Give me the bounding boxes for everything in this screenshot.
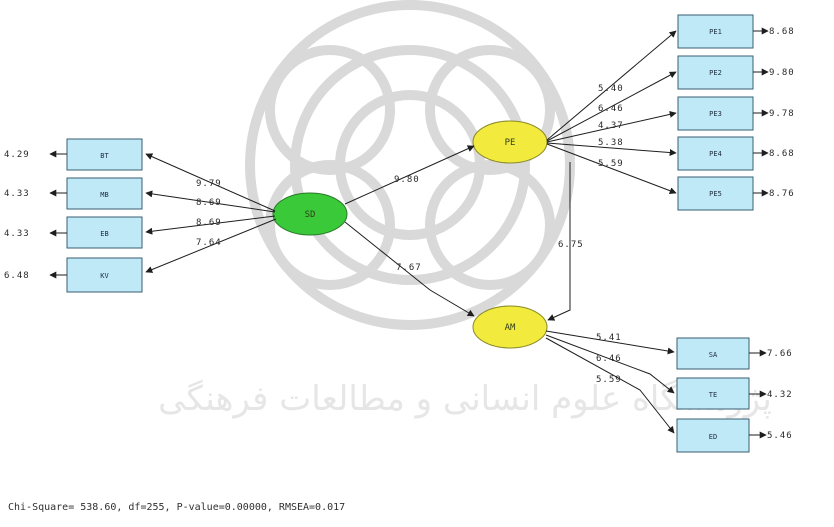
latent-sd — [272, 192, 348, 236]
path-pe-am-value: 6.75 — [558, 240, 584, 250]
indicator-eb-error: 4.33 — [4, 229, 30, 239]
indicator-ed-error: 5.46 — [767, 431, 793, 441]
indicator-pe3-loading: 4.37 — [598, 121, 624, 131]
fit-statistics: Chi-Square= 538.60, df=255, P-value=0.00… — [8, 502, 345, 513]
path-sd-pe-value: 9.80 — [394, 175, 420, 185]
indicator-pe2: PE2 9.80 6.46 — [546, 55, 795, 142]
indicator-ed: ED 5.46 5.59 — [545, 337, 793, 453]
path-sd-pe — [344, 145, 475, 205]
indicator-sa-label: SA — [709, 351, 718, 359]
indicator-pe2-error: 9.80 — [769, 68, 795, 78]
indicator-eb-loading: 8.69 — [196, 218, 222, 228]
indicator-bt-label: BT — [100, 152, 109, 160]
indicator-sa: SA 7.66 5.41 — [545, 330, 793, 370]
indicator-eb-label: EB — [100, 230, 108, 238]
path-sd-am-value: 7.67 — [396, 263, 422, 273]
indicator-te-error: 4.32 — [767, 390, 793, 400]
indicator-bt-loading: 9.79 — [196, 179, 222, 189]
indicator-pe5-error: 8.76 — [769, 189, 795, 199]
indicator-pe3-error: 9.78 — [769, 109, 795, 119]
indicator-ed-label: ED — [709, 433, 717, 441]
indicator-mb-label: MB — [100, 191, 108, 199]
indicator-kv-loading: 7.64 — [196, 238, 222, 248]
indicator-pe2-loading: 6.46 — [598, 104, 624, 114]
indicator-kv-label: KV — [100, 272, 109, 280]
indicator-pe1-label: PE1 — [709, 28, 722, 36]
indicator-bt: BT 4.29 9.79 — [4, 138, 276, 212]
watermark-emblem — [245, 0, 575, 330]
indicator-bt-error: 4.29 — [4, 150, 30, 160]
indicator-mb-loading: 8.69 — [196, 198, 222, 208]
indicator-pe2-label: PE2 — [709, 69, 722, 77]
indicator-ed-loading: 5.59 — [596, 375, 622, 385]
indicator-pe4-error: 8.68 — [769, 149, 795, 159]
indicator-te: TE 4.32 6.46 — [545, 334, 793, 410]
latent-pe-label: PE — [505, 138, 516, 148]
indicator-pe4: PE4 8.68 5.38 — [546, 136, 795, 171]
latent-am-label: AM — [505, 323, 516, 333]
indicator-pe1-error: 8.68 — [769, 27, 795, 37]
indicator-pe3-label: PE3 — [709, 110, 722, 118]
indicator-pe4-loading: 5.38 — [598, 138, 624, 148]
indicator-pe1-loading: 5.40 — [598, 84, 624, 94]
indicator-pe4-label: PE4 — [709, 150, 722, 158]
indicator-te-label: TE — [709, 391, 717, 399]
indicator-mb-error: 4.33 — [4, 189, 30, 199]
indicator-pe1: PE1 8.68 5.40 — [546, 14, 795, 141]
indicator-sa-loading: 5.41 — [596, 333, 622, 343]
latent-sd-label: SD — [305, 210, 316, 220]
indicator-eb: EB 4.33 8.69 — [4, 215, 276, 249]
indicator-kv-error: 6.48 — [4, 271, 30, 281]
indicator-sa-error: 7.66 — [767, 349, 793, 359]
path-pe-am — [547, 162, 571, 321]
indicator-pe5-label: PE5 — [709, 190, 722, 198]
latent-am — [472, 305, 548, 349]
indicator-te-loading: 6.46 — [596, 354, 622, 364]
indicator-mb: MB 4.33 8.69 — [4, 177, 276, 213]
indicator-pe5: PE5 8.76 5.59 — [546, 143, 795, 211]
watermark-text: پژوهشگاه علوم انسانی و مطالعات فرهنگی — [158, 379, 772, 419]
indicator-kv: KV 6.48 7.64 — [4, 218, 277, 293]
indicator-pe3: PE3 9.78 4.37 — [546, 96, 795, 143]
path-sd-am — [344, 221, 475, 317]
indicator-pe5-loading: 5.59 — [598, 159, 624, 169]
